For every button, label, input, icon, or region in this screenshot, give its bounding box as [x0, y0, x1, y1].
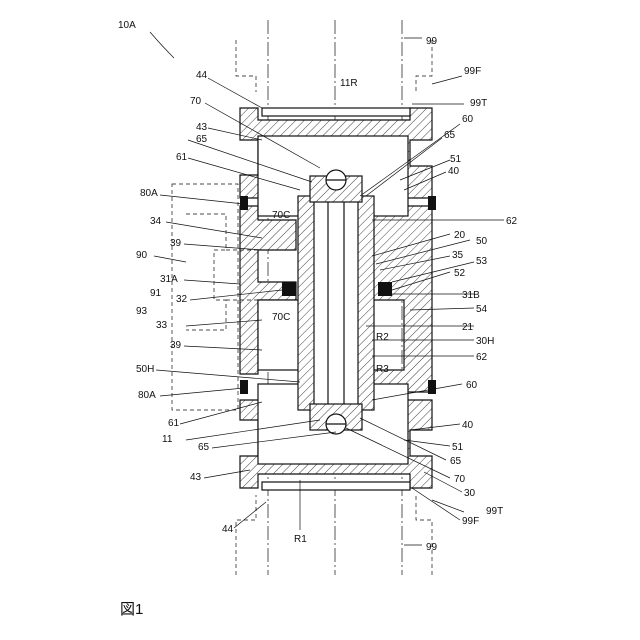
label-30H: 30H [476, 336, 494, 347]
label-20: 20 [454, 230, 466, 241]
label-70-top: 70 [190, 96, 202, 107]
label-99F-bot: 99F [462, 516, 479, 527]
label-30: 30 [464, 488, 476, 499]
label-39-bot: 39 [170, 340, 182, 351]
label-31B: 31B [462, 290, 480, 301]
label-80A-top: 80A [140, 188, 158, 199]
label-51-top: 51 [450, 154, 462, 165]
label-40-bot: 40 [462, 420, 474, 431]
label-70-bot: 70 [454, 474, 466, 485]
label-11R: 11R [340, 78, 358, 89]
label-60-top: 60 [462, 114, 474, 125]
label-34: 34 [150, 216, 162, 227]
label-32: 32 [176, 294, 188, 305]
assembly-ref-label: 10A [118, 20, 136, 31]
label-21: 21 [462, 322, 474, 333]
label-R2: R2 [376, 332, 389, 343]
label-33: 33 [156, 320, 168, 331]
label-99-top: 99 [426, 36, 438, 47]
label-52: 52 [454, 268, 466, 279]
label-R1: R1 [294, 534, 307, 545]
label-11: 11 [162, 434, 173, 445]
label-99T-bot: 99T [486, 506, 503, 517]
label-44-top: 44 [196, 70, 208, 81]
label-99F-top: 99F [464, 66, 481, 77]
label-40-top: 40 [448, 166, 460, 177]
label-65-bot-right: 65 [450, 456, 462, 467]
label-39-top: 39 [170, 238, 182, 249]
label-51-bot: 51 [452, 442, 464, 453]
label-50: 50 [476, 236, 488, 247]
label-43-bot: 43 [190, 472, 202, 483]
label-65-top: 65 [196, 134, 208, 145]
label-62-bot: 62 [476, 352, 488, 363]
label-90: 90 [136, 250, 148, 261]
label-91: 91 [150, 288, 162, 299]
label-31A: 31A [160, 274, 178, 285]
label-60-bot: 60 [466, 380, 478, 391]
label-65-top: 65 [444, 130, 456, 141]
label-93: 93 [136, 306, 148, 317]
label-R3: R3 [376, 364, 389, 375]
label-80A-bot: 80A [138, 390, 156, 401]
label-35: 35 [452, 250, 464, 261]
label-44-bot: 44 [222, 524, 234, 535]
label-54: 54 [476, 304, 488, 315]
label-62-top: 62 [506, 216, 518, 227]
label-65-bot: 65 [198, 442, 210, 453]
label-43-top: 43 [196, 122, 208, 133]
label-53: 53 [476, 256, 488, 267]
figure-caption: 図1 [120, 601, 143, 618]
label-99-bot: 99 [426, 542, 438, 553]
label-61-bot: 61 [168, 418, 180, 429]
label-70C-top: 70C [272, 210, 290, 221]
label-99T-top: 99T [470, 98, 487, 109]
label-50H: 50H [136, 364, 154, 375]
label-70C-bot: 70C [272, 312, 290, 323]
label-61-top: 61 [176, 152, 188, 163]
